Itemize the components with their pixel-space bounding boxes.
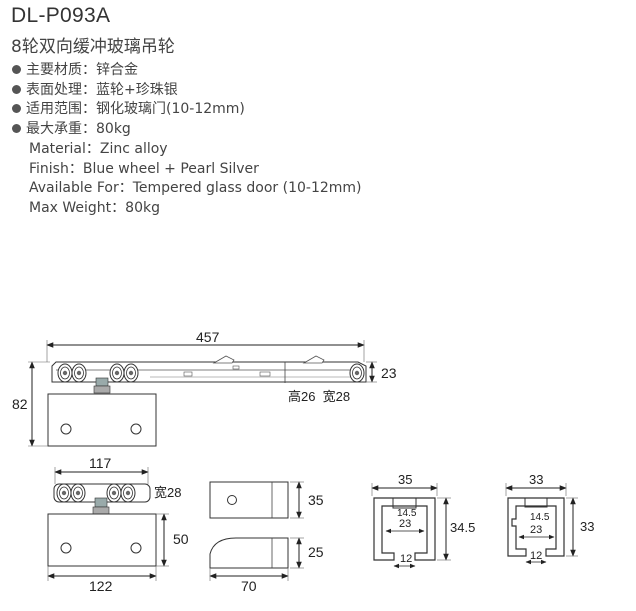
spec-finish-en: Finish：Blue wheel + Pearl Silver	[29, 160, 259, 177]
profile-b-view: 33 23 14.5 12 33	[505, 472, 594, 565]
dim-clamp-height: 50	[173, 531, 189, 547]
bullet-icon	[12, 124, 21, 134]
dim-profile-b-opening: 12	[530, 550, 542, 562]
spec-usage-en: Available For：Tempered glass door (10-12…	[29, 180, 362, 197]
spec-material-en: Material：Zinc alloy	[29, 140, 168, 157]
dim-clamp-width: 122	[89, 578, 113, 594]
bullet-icon	[12, 84, 21, 94]
dim-rail-size: 高26 宽28	[288, 389, 350, 404]
spec-material-cn: 主要材质：锌合金	[12, 61, 362, 81]
dim-profile-a-opening: 12	[400, 553, 412, 565]
spec-finish-cn: 表面处理：蓝轮+珍珠银	[12, 81, 362, 101]
dim-profile-a-height: 34.5	[450, 520, 475, 535]
dim-stopper-height-b: 25	[308, 544, 324, 560]
stopper-view: 35 25 70	[209, 481, 324, 594]
bullet-icon	[12, 104, 21, 114]
dim-hanger-depth: 宽28	[154, 485, 181, 500]
spec-weight-en: Max Weight：80kg	[29, 199, 160, 216]
dim-profile-b-width: 33	[529, 472, 543, 487]
dim-profile-b-inner: 23	[530, 524, 542, 536]
dim-profile-a-slot: 14.5	[397, 508, 417, 519]
dim-track-length: 457	[196, 329, 220, 345]
product-code: DL-P093A	[11, 4, 111, 27]
dim-track-height: 23	[381, 365, 397, 381]
dim-profile-a-width: 35	[398, 472, 412, 487]
dim-profile-b-height: 33	[580, 519, 594, 534]
spec-usage-cn: 适用范围：钢化玻璃门(10-12mm)	[12, 100, 362, 120]
profile-a-view: 35 23 14.5 12 34.5	[371, 472, 475, 569]
product-name: 8轮双向缓冲玻璃吊轮	[11, 37, 175, 57]
dim-stopper-height-a: 35	[308, 492, 324, 508]
spec-list: 主要材质：锌合金 表面处理：蓝轮+珍珠银 适用范围：钢化玻璃门(10-12mm)…	[12, 61, 362, 219]
dim-profile-b-slot: 14.5	[530, 512, 550, 523]
bullet-icon	[12, 65, 21, 74]
hanger-side-view: 117 宽28 50 122	[47, 455, 189, 594]
front-view: 457 82 23 高26 宽28	[12, 329, 397, 447]
dim-total-height: 82	[12, 396, 28, 412]
dim-profile-a-inner: 23	[399, 518, 411, 530]
dim-stopper-width: 70	[241, 578, 257, 594]
spec-weight-cn: 最大承重：80kg	[12, 120, 362, 140]
dim-hanger-width: 117	[89, 455, 112, 471]
